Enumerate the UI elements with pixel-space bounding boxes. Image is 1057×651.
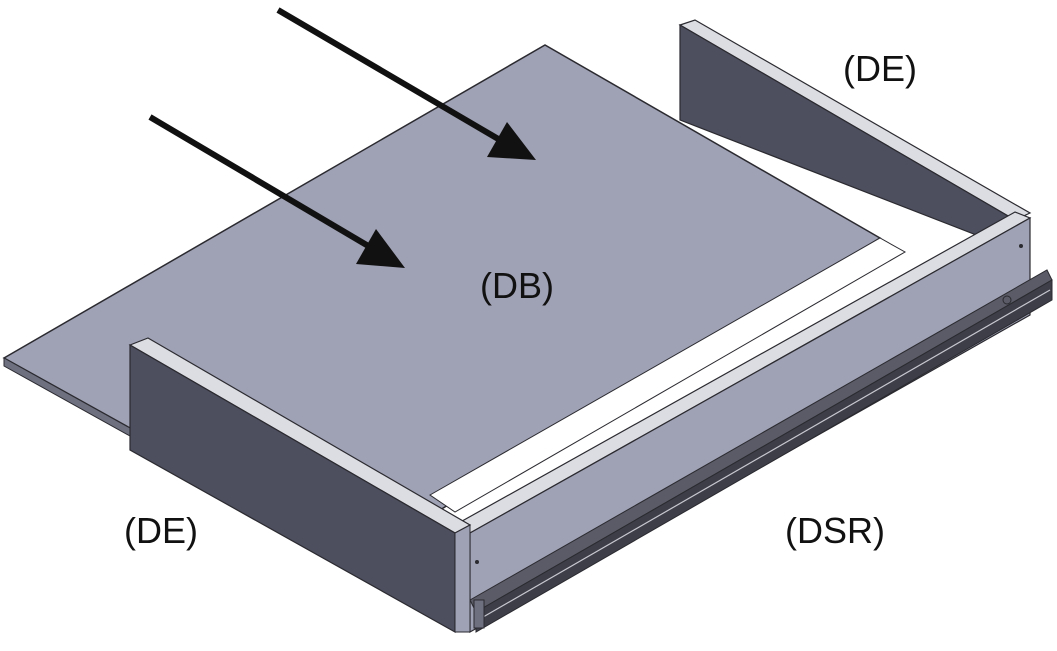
label-db-center: (DB) — [480, 265, 554, 306]
screw-dot — [1019, 244, 1023, 248]
front-side-panel — [128, 337, 472, 634]
back-side-panel — [678, 19, 1032, 251]
rail-screw — [1002, 295, 1012, 305]
drawer-slide-rail — [452, 269, 1053, 633]
label-de-top-right: (DE) — [843, 48, 917, 89]
screw-dot — [475, 560, 479, 564]
arrow-lower — [148, 114, 405, 268]
rail-end-cap — [473, 599, 485, 629]
slot-gap — [429, 237, 907, 513]
arrow-upper — [276, 7, 536, 160]
label-dsr-bottom-right: (DSR) — [785, 510, 885, 551]
label-de-left: (DE) — [124, 510, 198, 551]
